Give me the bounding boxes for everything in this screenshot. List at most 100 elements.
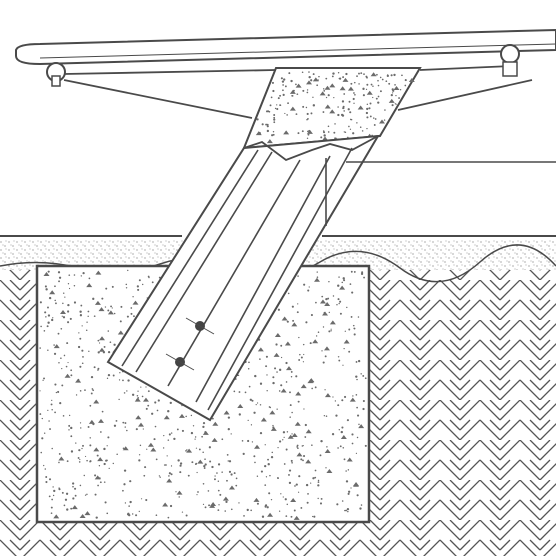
concrete-speckle: [124, 422, 127, 425]
concrete-speckle: [225, 500, 228, 504]
concrete-speckle: [54, 299, 56, 302]
concrete-aggregate: [340, 434, 347, 439]
concrete-speckle: [349, 111, 352, 114]
concrete-speckle: [69, 317, 72, 320]
concrete-speckle: [166, 455, 168, 457]
concrete-speckle: [277, 308, 280, 311]
concrete-speckle: [140, 386, 142, 388]
concrete-aggregate: [94, 475, 101, 480]
concrete-speckle: [372, 85, 374, 87]
concrete-speckle: [123, 469, 127, 472]
concrete-speckle: [351, 291, 354, 294]
concrete-speckle: [42, 379, 44, 381]
concrete-speckle: [143, 474, 146, 477]
concrete-speckle: [322, 361, 325, 364]
concrete-speckle: [89, 444, 92, 447]
concrete-speckle: [61, 368, 63, 370]
concrete-speckle: [47, 321, 50, 324]
concrete-speckle: [350, 270, 353, 273]
concrete-speckle: [286, 114, 288, 116]
concrete-aggregate: [274, 333, 281, 338]
concrete-speckle: [95, 516, 98, 519]
concrete-speckle: [79, 365, 82, 368]
concrete-speckle: [343, 458, 346, 461]
concrete-speckle: [233, 472, 236, 475]
concrete-speckle: [167, 439, 170, 441]
concrete-speckle: [118, 398, 120, 401]
concrete-speckle: [313, 515, 316, 518]
concrete-speckle: [66, 508, 69, 511]
concrete-speckle: [204, 506, 207, 509]
concrete-speckle: [312, 515, 314, 518]
concrete-aggregate: [313, 277, 320, 282]
concrete-speckle: [250, 509, 252, 512]
concrete-aggregate: [107, 310, 114, 315]
concrete-speckle: [379, 90, 382, 93]
concrete-speckle: [79, 337, 82, 340]
concrete-aggregate: [305, 429, 312, 434]
concrete-speckle: [321, 295, 324, 298]
concrete-speckle: [404, 79, 407, 82]
concrete-speckle: [83, 474, 86, 477]
concrete-speckle: [353, 92, 355, 94]
concrete-speckle: [307, 130, 309, 133]
concrete-speckle: [51, 318, 54, 322]
concrete-aggregate: [137, 422, 144, 427]
concrete-speckle: [179, 471, 182, 474]
concrete-speckle: [106, 377, 109, 380]
concrete-aggregate: [324, 449, 331, 454]
concrete-speckle: [48, 495, 51, 498]
concrete-speckle: [251, 399, 254, 402]
concrete-speckle: [98, 342, 101, 344]
concrete-speckle: [296, 311, 299, 314]
concrete-speckle: [202, 503, 205, 506]
concrete-speckle: [227, 428, 230, 431]
concrete-speckle: [323, 311, 326, 314]
concrete-speckle: [80, 275, 83, 277]
concrete-speckle: [105, 459, 108, 462]
concrete-speckle: [163, 435, 165, 437]
concrete-speckle: [366, 103, 369, 106]
concrete-speckle: [277, 97, 280, 100]
concrete-speckle: [110, 305, 113, 308]
concrete-speckle: [331, 433, 335, 436]
concrete-speckle: [356, 436, 359, 439]
concrete-speckle: [265, 476, 268, 478]
concrete-speckle: [273, 116, 276, 119]
concrete-speckle: [217, 489, 220, 492]
concrete-speckle: [344, 509, 346, 512]
concrete-speckle: [94, 474, 97, 477]
concrete-speckle: [361, 271, 364, 274]
concrete-speckle: [190, 431, 194, 435]
concrete-speckle: [337, 404, 340, 407]
concrete-speckle: [259, 404, 262, 406]
concrete-speckle: [289, 416, 291, 418]
concrete-speckle: [227, 416, 231, 419]
concrete-speckle: [138, 459, 141, 462]
concrete-speckle: [344, 330, 346, 332]
concrete-speckle: [325, 297, 328, 301]
concrete-speckle: [75, 394, 78, 396]
concrete-speckle: [325, 415, 328, 417]
concrete-aggregate: [237, 404, 244, 409]
concrete-speckle: [168, 433, 171, 436]
concrete-speckle: [264, 484, 267, 486]
concrete-speckle: [79, 484, 82, 487]
concrete-speckle: [338, 359, 341, 362]
concrete-speckle: [137, 390, 139, 392]
concrete-speckle: [312, 73, 315, 76]
concrete-speckle: [65, 492, 69, 495]
concrete-speckle: [82, 272, 85, 275]
concrete-speckle: [276, 104, 278, 106]
concrete-speckle: [336, 503, 339, 506]
concrete-speckle: [62, 292, 65, 294]
concrete-aggregate: [280, 388, 287, 393]
concrete-speckle: [94, 493, 97, 496]
concrete-speckle: [328, 330, 331, 333]
concrete-speckle: [41, 417, 44, 420]
concrete-speckle: [340, 430, 343, 434]
concrete-speckle: [311, 387, 313, 390]
concrete-speckle: [175, 491, 177, 493]
concrete-aggregate: [358, 424, 365, 429]
concrete-speckle: [353, 271, 356, 273]
